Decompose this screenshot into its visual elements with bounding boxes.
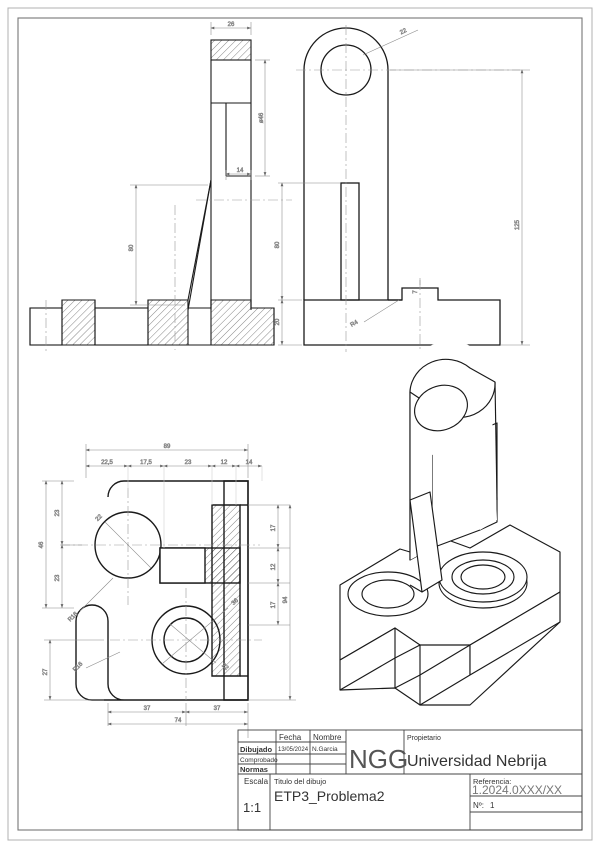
front-view (296, 25, 520, 352)
dim-17p5: 17,5 (140, 460, 152, 466)
dim-22-top: 22 (399, 28, 408, 37)
dim-12-h: 12 (221, 460, 228, 466)
left-section-view (29, 39, 292, 352)
tb-referencia-label: Referencia: (473, 777, 511, 786)
tb-row-label-dibujado: Dibujado (240, 745, 272, 754)
tb-row-label-comprobado: Comprobado (240, 757, 278, 764)
top-view (60, 480, 262, 701)
dim-80-front: 80 (275, 241, 281, 248)
sheet-border (7, 7, 593, 841)
tb-escala: 1:1 (243, 800, 261, 815)
dim-17-a: 17 (271, 524, 277, 531)
dim-46: 46 (39, 541, 45, 548)
title-block: Fecha Nombre Dibujado 13/05/2024 N.Garci… (237, 729, 583, 831)
dim-36: 36 (231, 597, 240, 606)
tb-referencia: 1.2024.0XXX/XX (472, 783, 562, 797)
dim-R16-b: R16 (72, 661, 84, 673)
dim-23-b: 23 (55, 574, 61, 581)
dim-14-h: 14 (246, 460, 253, 466)
tb-escala-label: Escala (244, 777, 269, 786)
dim-o46: ø46 (259, 112, 265, 123)
top-view-dimensions: 89 22,5 17,5 23 12 14 46 23 23 (39, 444, 296, 738)
tb-header-nombre: Nombre (313, 733, 342, 742)
dim-125: 125 (515, 219, 521, 230)
dim-22p5: 22,5 (101, 460, 113, 466)
isometric-view (339, 340, 561, 706)
tb-row-fecha-dibujado: 13/05/2024 (278, 747, 309, 753)
tb-numero: 1 (490, 801, 495, 810)
dim-74: 74 (175, 718, 182, 724)
tb-titulo: ETP3_Problema2 (274, 788, 385, 804)
dim-89: 89 (164, 444, 171, 450)
dim-14: 14 (237, 168, 244, 174)
tb-numero-label: Nº: (473, 801, 484, 810)
dim-94: 94 (283, 596, 289, 603)
dim-12-v: 12 (271, 563, 277, 570)
tb-row-label-normas: Normas (240, 765, 268, 774)
dim-37-b: 37 (214, 706, 221, 712)
tb-propietario: Universidad Nebrija (407, 753, 547, 770)
dim-22-bore: 22 (220, 663, 229, 672)
tb-header-fecha: Fecha (279, 733, 302, 742)
dim-20: 20 (275, 318, 281, 325)
tb-propietario-label: Propietario (407, 735, 441, 742)
dim-80-left: 80 (129, 244, 135, 251)
dim-22-circ: 22 (95, 513, 104, 522)
dim-37-a: 37 (144, 706, 151, 712)
dim-23-a: 23 (55, 509, 61, 516)
dim-27: 27 (43, 668, 49, 675)
tb-titulo-label: Titulo del dibujo (274, 777, 326, 786)
dim-26: 26 (228, 22, 235, 28)
left-view-dimensions: 26 ø46 14 80 (129, 22, 270, 306)
tb-row-nombre-dibujado: N.Garcia (312, 746, 338, 753)
tb-logo: NGG (349, 744, 408, 774)
dim-23-h: 23 (185, 460, 192, 466)
dim-17-b: 17 (271, 601, 277, 608)
dim-7: 7 (413, 290, 419, 294)
dim-R4: R4 (350, 319, 360, 328)
front-view-dimensions: 22 125 80 20 R4 7 (275, 27, 530, 346)
